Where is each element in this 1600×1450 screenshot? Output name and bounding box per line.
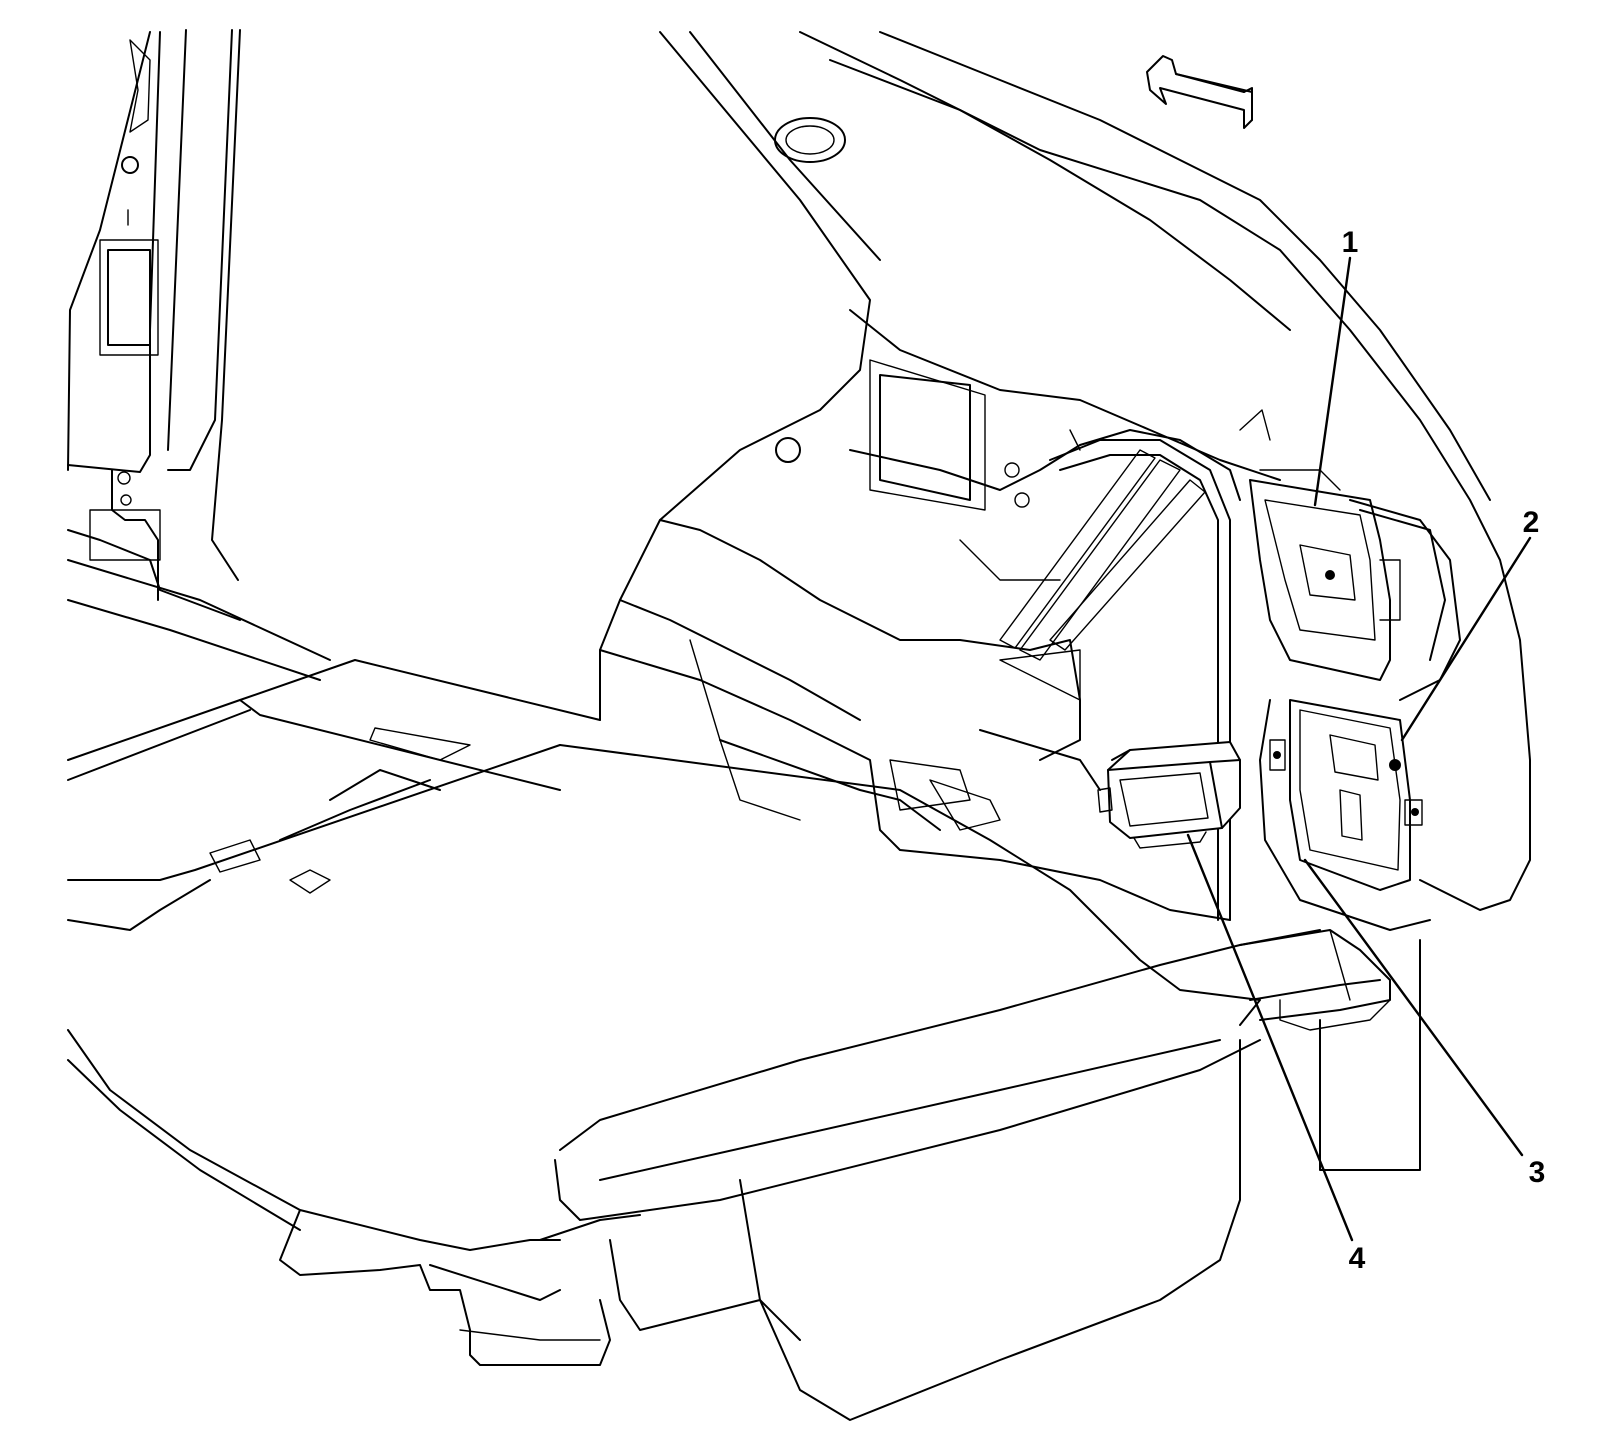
control-module: [1097, 741, 1241, 849]
left-pillar: [67, 29, 331, 681]
callout-leader-4: [1186, 833, 1354, 1242]
callout-leaders: [1186, 256, 1532, 1242]
callout-2: 2: [1522, 506, 1540, 539]
rear-sill-rail: [1239, 929, 1421, 1171]
callout-leader-1: [1313, 256, 1352, 507]
callout-1: 1: [1341, 226, 1359, 259]
callout-4: 4: [1348, 1242, 1366, 1275]
wiring-harness: [999, 409, 1271, 921]
callout-3: 3: [1528, 1156, 1546, 1189]
callout-leader-2: [1400, 536, 1532, 742]
callout-leader-3: [1303, 858, 1524, 1157]
forward-arrow-icon: [1146, 55, 1253, 129]
quarter-panel: [599, 31, 1531, 921]
left-floor-panel: [67, 659, 601, 931]
trunk-floor: [67, 744, 1321, 1421]
module-mounting-plate: [1259, 699, 1431, 931]
mounting-bracket: [1249, 469, 1461, 701]
